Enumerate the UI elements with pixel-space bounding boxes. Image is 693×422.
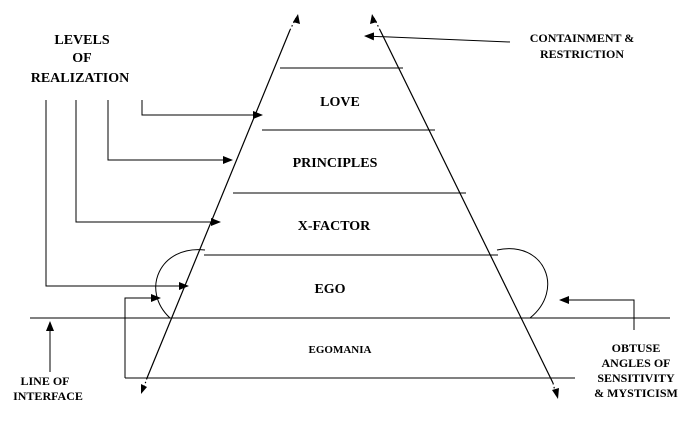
level-x-factor: X-FACTOR [298, 219, 371, 234]
left-side-line [146, 29, 291, 379]
connector-love [141, 100, 263, 119]
base-right-arrowhead [552, 388, 559, 399]
interface-label-1: LINE OF [20, 374, 69, 388]
level-connectors [45, 32, 635, 378]
left-obtuse-arc [155, 249, 206, 319]
connector-containment [364, 32, 511, 43]
title-line-3: REALIZATION [31, 71, 130, 86]
apex-right-arrowhead [370, 14, 377, 24]
connector-principles [107, 100, 233, 164]
title-line-1: LEVELS [54, 33, 109, 48]
connector-ego [45, 100, 189, 290]
level-egomania: EGOMANIA [309, 344, 372, 356]
obtuse-label-2: ANGLES OF [601, 356, 670, 370]
right-obtuse-arc [496, 248, 549, 319]
base-left-arrowhead [141, 384, 147, 394]
connector-x-factor [75, 100, 221, 226]
level-principles: PRINCIPLES [293, 156, 378, 171]
level-dividers [30, 67, 670, 379]
connector-obtuse-right [559, 296, 635, 330]
containment-label-2: RESTRICTION [540, 47, 624, 61]
obtuse-label-3: SENSITIVITY [597, 371, 675, 385]
pyramid-sides [142, 17, 557, 396]
apex-left-arrowhead [293, 14, 300, 24]
level-ego: EGO [314, 282, 345, 297]
level-love: LOVE [320, 95, 360, 110]
connector-obtuse-left [124, 294, 161, 378]
obtuse-label-4: & MYSTICISM [594, 386, 678, 400]
title-line-2: OF [72, 51, 91, 66]
right-side-line [379, 29, 554, 384]
interface-label-2: INTERFACE [13, 389, 83, 403]
containment-label-1: CONTAINMENT & [530, 31, 635, 45]
obtuse-label-1: OBTUSE [612, 341, 661, 355]
